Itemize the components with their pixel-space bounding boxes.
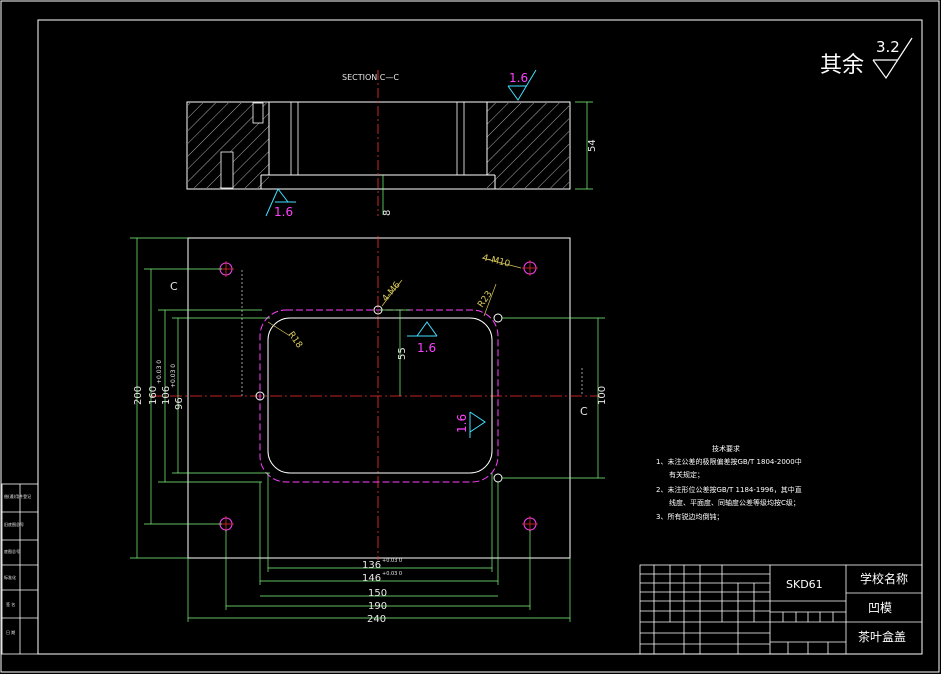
rest-label: 其余 [820,53,864,78]
tol-106: +0.03 0 [156,360,163,384]
section-view: SECTION C—C 54 8 1.6 1.6 [186,69,598,219]
side-label: 日 期 [6,629,15,635]
side-label: 底图总号 [4,548,20,554]
school-name: 学校名称 [860,571,908,586]
technical-requirements: 技术要求 1、未注公差的极限偏差按GB/T 1804-2000中 有关规定； 2… [656,444,802,521]
radius-inner: R18 [286,330,305,350]
title-block [639,564,923,655]
section-mark-right: C [580,405,588,418]
dim-100: 100 [597,386,608,405]
section-title: SECTION C—C [342,73,399,82]
thread-callout-m10: 4-M10 [481,253,511,270]
dim-200: 200 [133,386,144,405]
plan-view: C C 4-M10 4-M6 [130,236,608,625]
tech-line: 1、未注公差的极限偏差按GB/T 1804-2000中 [656,457,802,466]
tol-96: +0.03 0 [170,364,177,388]
product-name: 茶叶盒盖 [858,629,906,644]
radius-outer: R23 [476,289,494,309]
roughness-plan-center: 1.6 [417,341,436,355]
tech-title: 技术要求 [712,444,740,453]
tol-136: +0.03 0 [382,558,402,564]
tech-line: 2、未注形位公差按GB/T 1184-1996，其中直 [656,485,802,494]
inner-border [37,19,923,655]
rest-value: 3.2 [876,38,900,56]
dim-240: 240 [367,614,386,625]
part-name: 凹模 [868,601,892,615]
tech-line: 3、所有锐边均倒钝； [656,512,723,521]
tech-line: 线度、平面度、同轴度公差等级均按C级； [669,498,800,507]
side-label: 借(通)用件登记 [4,493,31,499]
dim-160: 160 [148,386,159,405]
dim-55: 55 [397,347,408,360]
section-mark-left: C [170,280,178,293]
roughness-bottom: 1.6 [274,205,293,219]
dim-depth: 8 [382,210,393,216]
dim-height: 54 [587,139,598,152]
dim-136: 136 [362,560,381,571]
side-label: 标准化 [4,574,16,580]
side-label: 旧底图总号 [4,521,24,527]
side-label: 签 名 [6,601,15,607]
roughness-rest-symbol: 其余 3.2 [820,37,913,80]
dim-106: 106 [161,386,172,405]
tol-146: +0.03 0 [382,571,402,577]
tech-line: 有关规定； [669,470,704,479]
roughness-plan-right: 1.6 [455,414,469,433]
side-label-column: 借(通)用件登记 旧底图总号 底图总号 标准化 签 名 日 期 [1,483,39,655]
dim-96: 96 [174,397,185,410]
dim-146: 146 [362,573,381,584]
material: SKD61 [786,578,823,591]
roughness-top: 1.6 [509,71,528,85]
dim-150: 150 [368,588,387,599]
dim-190: 190 [368,601,387,612]
